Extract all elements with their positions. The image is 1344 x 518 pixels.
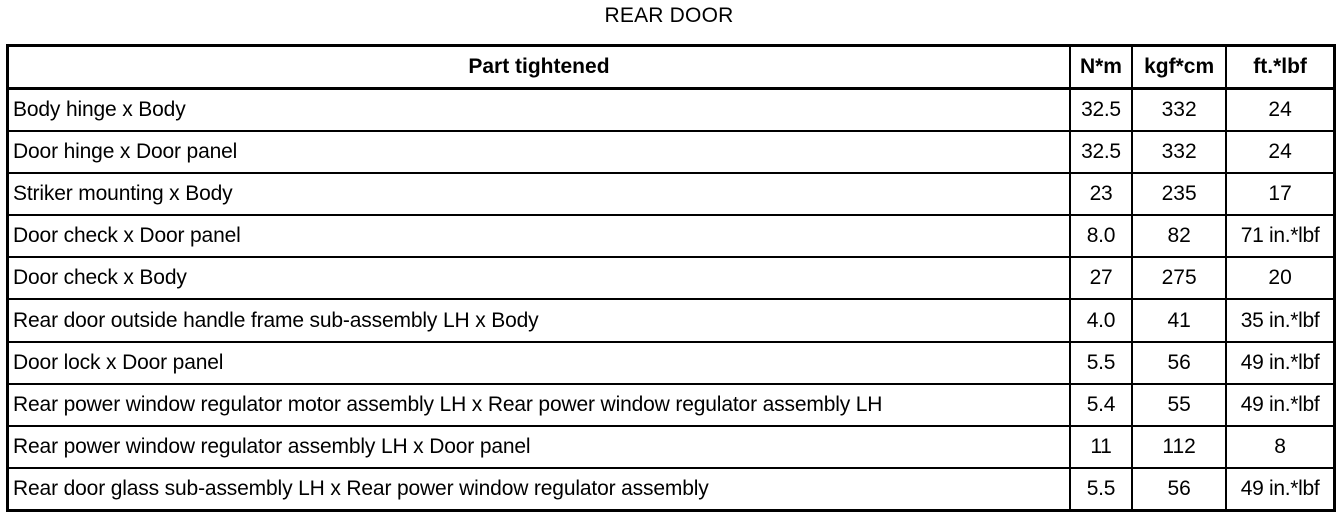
part-cell: Door lock x Door panel (6, 340, 1071, 385)
header-part-tightened: Part tightened (6, 44, 1071, 90)
nm-cell: 8.0 (1068, 214, 1134, 259)
header-ft-lbf: ft.*lbf (1225, 44, 1336, 90)
kgfcm-cell: 56 (1131, 466, 1228, 512)
ftlbf-cell: 49 in.*lbf (1225, 340, 1336, 385)
kgfcm-cell: 275 (1131, 256, 1228, 301)
kgfcm-cell: 56 (1131, 340, 1228, 385)
kgfcm-cell: 112 (1131, 424, 1228, 469)
kgfcm-cell: 82 (1131, 214, 1228, 259)
kgfcm-cell: 41 (1131, 298, 1228, 343)
table-row: Rear door glass sub-assembly LH x Rear p… (6, 466, 1336, 512)
table-row: Rear power window regulator assembly LH … (6, 424, 1336, 469)
nm-cell: 5.5 (1068, 340, 1134, 385)
part-cell: Rear door outside handle frame sub-assem… (6, 298, 1071, 343)
nm-cell: 4.0 (1068, 298, 1134, 343)
ftlbf-cell: 49 in.*lbf (1225, 382, 1336, 427)
table-header: Part tightened N*m kgf*cm ft.*lbf (6, 44, 1336, 90)
table-row: Door check x Body 27 275 20 (6, 256, 1336, 301)
header-row: Part tightened N*m kgf*cm ft.*lbf (6, 44, 1336, 90)
kgfcm-cell: 235 (1131, 172, 1228, 217)
table-row: Door check x Door panel 8.0 82 71 in.*lb… (6, 214, 1336, 259)
nm-cell: 23 (1068, 172, 1134, 217)
part-cell: Rear door glass sub-assembly LH x Rear p… (6, 466, 1071, 512)
kgfcm-cell: 55 (1131, 382, 1228, 427)
kgfcm-cell: 332 (1131, 87, 1228, 133)
part-cell: Door check x Body (6, 256, 1071, 301)
nm-cell: 32.5 (1068, 130, 1134, 175)
ftlbf-cell: 35 in.*lbf (1225, 298, 1336, 343)
ftlbf-cell: 71 in.*lbf (1225, 214, 1336, 259)
header-newton-meter: N*m (1068, 44, 1134, 90)
part-cell: Striker mounting x Body (6, 172, 1071, 217)
page-title: REAR DOOR (604, 4, 734, 27)
ftlbf-cell: 49 in.*lbf (1225, 466, 1336, 512)
table-row: Door lock x Door panel 5.5 56 49 in.*lbf (6, 340, 1336, 385)
ftlbf-cell: 8 (1225, 424, 1336, 469)
nm-cell: 5.4 (1068, 382, 1134, 427)
nm-cell: 32.5 (1068, 87, 1134, 133)
ftlbf-cell: 20 (1225, 256, 1336, 301)
part-cell: Door hinge x Door panel (6, 130, 1071, 175)
torque-specification-table: Part tightened N*m kgf*cm ft.*lbf Body h… (6, 44, 1336, 512)
table-row: Rear power window regulator motor assemb… (6, 382, 1336, 427)
nm-cell: 27 (1068, 256, 1134, 301)
ftlbf-cell: 24 (1225, 130, 1336, 175)
kgfcm-cell: 332 (1131, 130, 1228, 175)
part-cell: Door check x Door panel (6, 214, 1071, 259)
part-cell: Rear power window regulator motor assemb… (6, 382, 1071, 427)
part-cell: Rear power window regulator assembly LH … (6, 424, 1071, 469)
nm-cell: 5.5 (1068, 466, 1134, 512)
ftlbf-cell: 24 (1225, 87, 1336, 133)
table-row: Door hinge x Door panel 32.5 332 24 (6, 130, 1336, 175)
part-cell: Body hinge x Body (6, 87, 1071, 133)
table-row: Body hinge x Body 32.5 332 24 (6, 87, 1336, 133)
table-body: Body hinge x Body 32.5 332 24 Door hinge… (6, 87, 1336, 512)
ftlbf-cell: 17 (1225, 172, 1336, 217)
nm-cell: 11 (1068, 424, 1134, 469)
table-row: Rear door outside handle frame sub-assem… (6, 298, 1336, 343)
table-row: Striker mounting x Body 23 235 17 (6, 172, 1336, 217)
header-kgf-cm: kgf*cm (1131, 44, 1228, 90)
